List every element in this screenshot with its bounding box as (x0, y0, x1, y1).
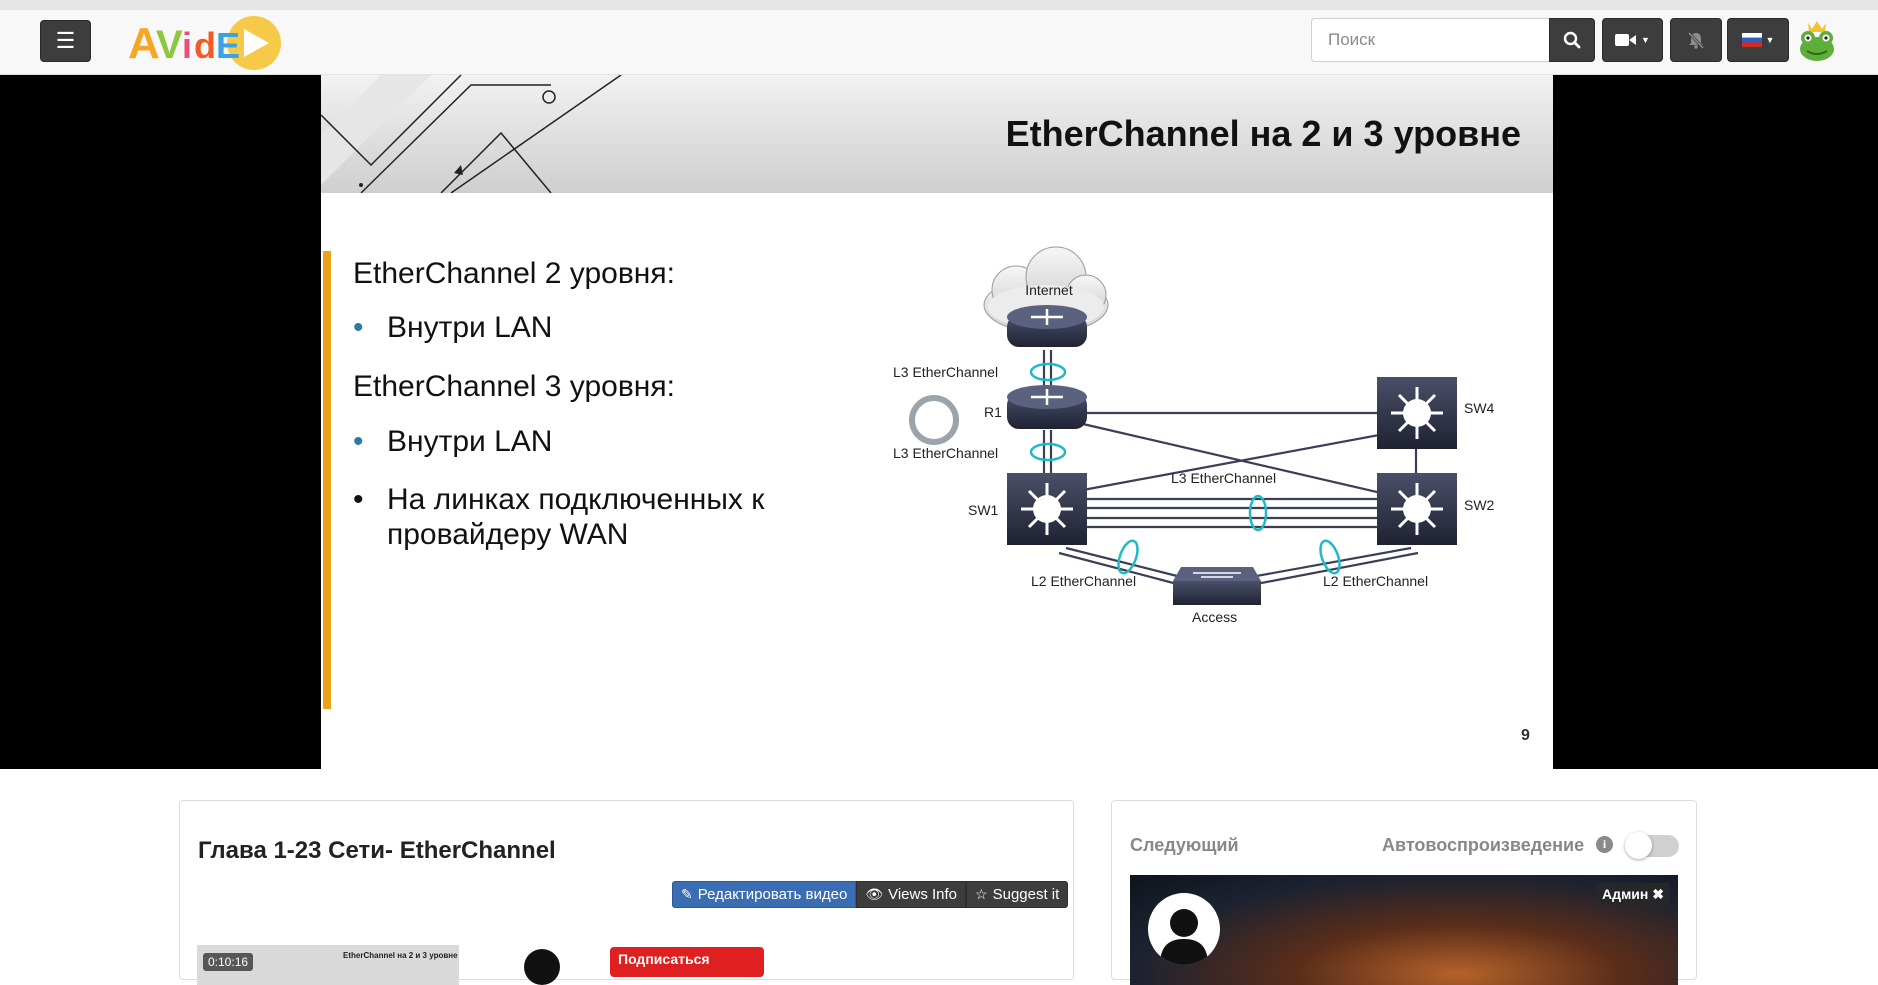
slide-title: EtherChannel на 2 и 3 уровне (1005, 113, 1521, 154)
video-frame-slide: EtherChannel на 2 и 3 уровне EtherChanne… (321, 75, 1553, 769)
l2-right-label: L2 EtherChannel (1323, 573, 1428, 589)
l2-heading: EtherChannel 2 уровня: (353, 257, 675, 290)
menu-button[interactable]: ☰ (40, 20, 91, 62)
chevron-down-icon: ▼ (1641, 35, 1650, 45)
bell-slash-icon (1687, 31, 1705, 50)
svg-text:A: A (128, 19, 160, 68)
video-info-card: Глава 1-23 Сети- EtherChannel ✎ Редактир… (179, 800, 1074, 985)
suggest-button[interactable]: ☆ Suggest it (966, 881, 1069, 908)
star-icon: ☆ (975, 886, 988, 902)
search-button[interactable] (1549, 18, 1595, 62)
channel-video-thumbnail[interactable]: 0:10:16 EtherChannel на 2 и 3 уровне (197, 945, 459, 985)
isp-router-icon (1007, 305, 1087, 347)
bullet-dot: • (353, 311, 364, 344)
close-icon[interactable]: ✖ (1652, 886, 1664, 902)
notifications-button[interactable] (1670, 18, 1722, 62)
access-label: Access (1192, 609, 1237, 625)
bullet-dot: • (353, 483, 364, 516)
l3-center-label: L3 EtherChannel (1171, 470, 1276, 486)
video-title: Глава 1-23 Сети- EtherChannel (198, 837, 556, 864)
etherchannel-ring (1029, 362, 1067, 382)
autoplay-toggle[interactable] (1625, 832, 1679, 859)
toggle-knob (1625, 832, 1652, 859)
etherchannel-ring (1319, 539, 1341, 575)
svg-text:V: V (156, 23, 183, 67)
avatar (1148, 893, 1220, 965)
next-video-panel: Следующий Автовоспроизведение i Админ ✖ (1111, 800, 1697, 985)
user-silhouette-icon (1160, 909, 1208, 965)
r1-router-icon (1007, 385, 1087, 429)
edit-icon: ✎ (681, 886, 693, 902)
frog-avatar-icon[interactable] (1796, 19, 1838, 63)
internet-label: Internet (1025, 282, 1073, 298)
admin-badge-label: Админ (1601, 886, 1649, 902)
edit-video-label: Редактировать видео (697, 886, 848, 903)
eye-icon: 👁 (865, 886, 884, 902)
edit-video-button[interactable]: ✎ Редактировать видео (672, 881, 857, 908)
sw1-label: SW1 (968, 502, 999, 518)
subscribe-button[interactable]: Подписаться (610, 947, 764, 977)
navbar: ☰ A V i d E ▼ (0, 10, 1878, 75)
sw4-label: SW4 (1464, 400, 1495, 416)
views-info-button[interactable]: 👁 Views Info (856, 881, 967, 908)
r1-label: R1 (984, 404, 1002, 420)
thumbnail-title: EtherChannel на 2 и 3 уровне (343, 951, 458, 960)
network-diagram: Internet (893, 246, 1495, 625)
suggest-label: Suggest it (992, 886, 1060, 903)
next-video-thumbnail[interactable]: Админ ✖ (1130, 875, 1678, 985)
views-info-label: Views Info (888, 886, 958, 903)
video-camera-icon (1615, 34, 1637, 46)
l2-left-label: L2 EtherChannel (1031, 573, 1136, 589)
search-input[interactable] (1311, 18, 1551, 62)
l3-top-label: L3 EtherChannel (893, 364, 998, 380)
sw1-switch-icon (1007, 473, 1087, 545)
video-toolbar: ✎ Редактировать видео 👁 Views Info ☆ Sug… (672, 881, 1069, 908)
diagram-links (1042, 350, 1434, 587)
hamburger-icon: ☰ (55, 28, 76, 53)
subscribe-label: Подписаться (618, 951, 710, 967)
l3-bullet-2-line2: провайдеру WAN (387, 518, 629, 551)
chevron-down-icon: ▼ (1765, 35, 1775, 45)
sw4-switch-icon (1377, 377, 1457, 449)
browser-top-strip (0, 0, 1878, 10)
etherchannel-ring (1117, 539, 1139, 575)
slide-page-number: 9 (1521, 727, 1530, 744)
l3-bullet-1: Внутри LAN (387, 425, 553, 458)
sw2-label: SW2 (1464, 497, 1495, 513)
l3-bullet-2-line1: На линках подключенных к (387, 483, 765, 516)
slide-header: EtherChannel на 2 и 3 уровне (321, 75, 1553, 193)
svg-text:i: i (182, 25, 192, 66)
l3-mid-label: L3 EtherChannel (893, 445, 998, 461)
next-label: Следующий (1130, 835, 1239, 855)
search-icon (1563, 31, 1581, 49)
etherchannel-ring (1029, 442, 1067, 462)
upload-video-button[interactable]: ▼ (1602, 18, 1663, 62)
sw2-switch-icon (1377, 473, 1457, 545)
l2-bullet: Внутри LAN (387, 311, 553, 344)
slide-header-decoration (321, 75, 622, 193)
video-player[interactable]: EtherChannel на 2 и 3 уровне EtherChanne… (0, 75, 1878, 769)
etherchannel-ring (1248, 494, 1268, 532)
access-switch-icon (1173, 567, 1261, 605)
l3-heading: EtherChannel 3 уровня: (353, 370, 675, 403)
svg-text:E: E (216, 25, 240, 66)
loading-spinner (909, 395, 959, 445)
autoplay-label: Автовоспроизведение (1382, 835, 1585, 855)
bullet-dot: • (353, 425, 364, 458)
admin-badge[interactable]: Админ ✖ (1595, 883, 1670, 906)
thumbnail-duration: 0:10:16 (203, 953, 254, 971)
slide-accent-bar (323, 251, 331, 709)
avide-logo[interactable]: A V i d E (126, 12, 282, 72)
info-icon[interactable]: i (1596, 836, 1613, 853)
language-button[interactable]: ▼ (1727, 18, 1789, 62)
russia-flag-icon (1741, 33, 1762, 47)
svg-text:d: d (194, 25, 216, 66)
channel-avatar[interactable] (524, 949, 560, 985)
